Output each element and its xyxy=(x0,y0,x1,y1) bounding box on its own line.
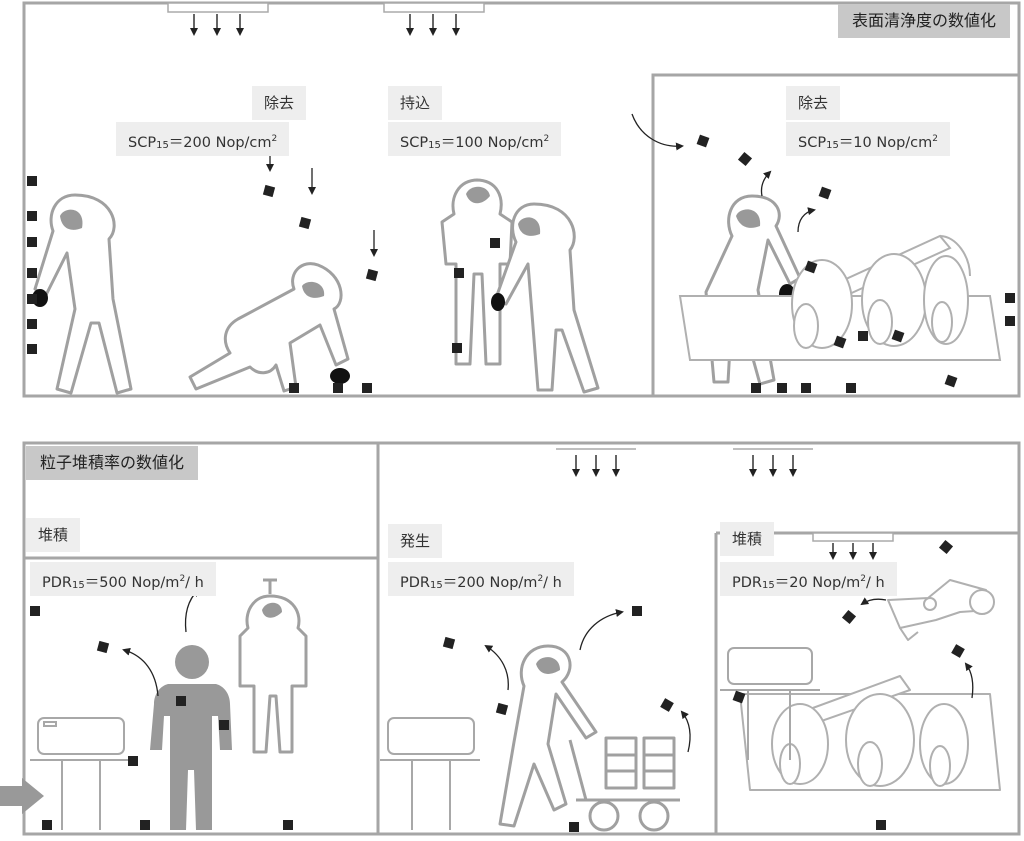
bottom-frame xyxy=(22,441,1021,836)
frames xyxy=(22,1,1021,836)
section-title-particle-deposition: 粒子堆積率の数値化 xyxy=(26,446,199,480)
equipment-stands xyxy=(30,647,820,830)
particle xyxy=(96,640,110,654)
particle xyxy=(876,820,886,830)
particle xyxy=(454,268,464,278)
particle xyxy=(362,383,372,393)
label-scp-carry-in: SCP15＝100 Nop/cm2 xyxy=(388,122,562,156)
worker-wiping-wall xyxy=(32,193,133,395)
label-removal-tag: 除去 xyxy=(252,86,307,120)
particle xyxy=(27,237,37,247)
equipment-2 xyxy=(380,717,480,830)
particle xyxy=(490,238,500,248)
particle xyxy=(27,176,37,186)
particle-motion-arrows xyxy=(122,113,974,753)
air-outlet-1 xyxy=(167,2,269,36)
label-deposition-tag: 堆積 xyxy=(26,518,81,552)
label-deposition-tag-2: 堆積 xyxy=(720,522,775,556)
particle xyxy=(944,374,958,388)
particle xyxy=(891,329,905,343)
particle xyxy=(818,186,832,200)
particle xyxy=(27,294,37,304)
particle xyxy=(632,606,642,616)
air-outlet-2 xyxy=(383,2,485,36)
air-outlet-4 xyxy=(733,448,813,477)
particle xyxy=(27,268,37,278)
particle xyxy=(128,756,138,766)
particle xyxy=(737,151,753,167)
particle xyxy=(732,690,746,704)
label-scp-removal: SCP15＝200 Nop/cm2 xyxy=(116,122,290,156)
particle xyxy=(333,383,343,393)
particle xyxy=(176,696,186,706)
worker-crawling xyxy=(188,262,350,393)
person-street-clothes xyxy=(150,645,232,830)
particle xyxy=(696,134,710,148)
particle xyxy=(283,820,293,830)
equipment-3 xyxy=(720,647,820,760)
cart xyxy=(568,736,680,832)
particle xyxy=(30,606,40,616)
label-pdr-200: PDR15＝200 Nop/m2/ h xyxy=(388,562,574,596)
particles xyxy=(27,134,1015,832)
particle xyxy=(42,820,52,830)
air-outlet-5 xyxy=(812,532,894,560)
particle xyxy=(938,539,954,555)
particle xyxy=(804,260,818,274)
particle xyxy=(660,698,674,712)
roller-machine-bottom xyxy=(739,675,1001,791)
label-carry-in-tag: 持込 xyxy=(388,86,443,120)
particle xyxy=(858,331,868,341)
figures-top xyxy=(32,178,802,395)
clean-suit-bottom xyxy=(238,578,308,754)
air-outlets xyxy=(167,2,894,560)
particle xyxy=(219,720,229,730)
particle xyxy=(841,609,857,625)
particle xyxy=(495,702,509,716)
robot-arm xyxy=(887,579,995,641)
worker-touching-suit xyxy=(491,202,600,394)
figures-bottom xyxy=(150,578,1001,832)
particle xyxy=(27,211,37,221)
particle xyxy=(140,820,150,830)
particle xyxy=(1005,316,1015,326)
roller-machine-top xyxy=(678,234,1002,361)
particle xyxy=(801,383,811,393)
particle xyxy=(27,344,37,354)
particle xyxy=(777,383,787,393)
particle xyxy=(833,335,847,349)
particle xyxy=(27,319,37,329)
particle xyxy=(1005,293,1015,303)
particle xyxy=(442,636,456,650)
particle xyxy=(569,822,579,832)
label-pdr-500: PDR15＝500 Nop/m2/ h xyxy=(30,562,216,596)
entrance-arrow-icon xyxy=(0,778,44,814)
clean-suit-top xyxy=(440,178,514,366)
label-generation-tag: 発生 xyxy=(388,524,443,558)
label-scp-removal-2: SCP15＝10 Nop/cm2 xyxy=(786,122,951,156)
worker-pushing-cart xyxy=(498,644,598,828)
label-pdr-20: PDR15＝20 Nop/m2/ h xyxy=(720,562,897,596)
label-removal-tag-2: 除去 xyxy=(786,86,841,120)
particle xyxy=(289,383,299,393)
section-title-surface-cleanliness: 表面清浄度の数値化 xyxy=(837,4,1010,38)
equipment-1 xyxy=(30,717,130,830)
particle xyxy=(365,268,379,282)
particle xyxy=(452,343,462,353)
particle xyxy=(846,383,856,393)
air-outlet-3 xyxy=(556,448,636,477)
particle xyxy=(262,184,276,198)
top-right-room xyxy=(651,73,1021,398)
particle xyxy=(951,644,965,658)
particle xyxy=(751,383,761,393)
particle xyxy=(298,216,312,230)
